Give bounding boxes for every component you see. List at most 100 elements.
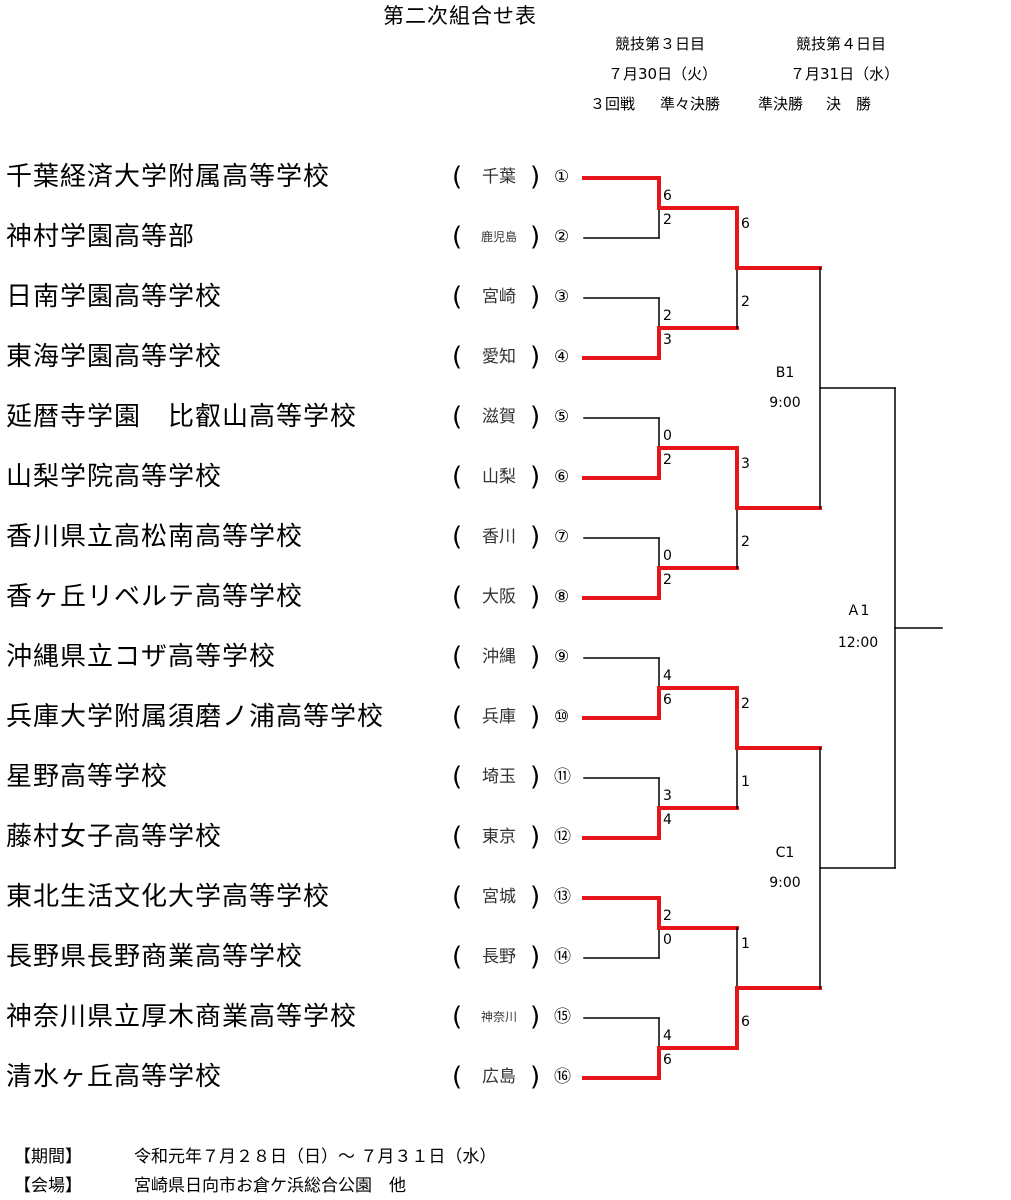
team-seed: ③	[554, 287, 570, 307]
team-name: 日南学園高等学校	[6, 282, 223, 312]
team-seed: ⑤	[554, 407, 570, 427]
score-top: 2	[741, 696, 750, 712]
day3-date: ７月30日（火）	[608, 65, 718, 83]
open-paren: (	[452, 642, 463, 672]
semifinal-time: 9:00	[769, 395, 801, 411]
venue-value: 宮崎県日向市お倉ケ浜総合公園 他	[134, 1176, 406, 1196]
team-prefecture: 愛知	[482, 347, 516, 367]
score-bottom: 6	[741, 1014, 750, 1030]
round-label-quarterfinal: 準々決勝	[660, 95, 721, 113]
team-prefecture: 滋賀	[482, 407, 516, 427]
team-prefecture: 埼玉	[482, 767, 516, 787]
team-seed: ⑪	[554, 767, 571, 787]
score-top: 0	[663, 548, 672, 564]
semifinal-label: B1	[775, 365, 795, 381]
day4-label: 競技第４日目	[796, 35, 887, 53]
open-paren: (	[452, 822, 463, 852]
team-prefecture: 山梨	[482, 467, 516, 487]
close-paren: )	[530, 702, 541, 732]
score-bottom: 2	[741, 294, 750, 310]
score-bottom: 2	[663, 212, 672, 228]
team-name: 藤村女子高等学校	[6, 822, 223, 852]
period-value: 令和元年７月２８日（日）～ ７月３１日（水）	[134, 1147, 497, 1167]
team-prefecture: 宮城	[482, 887, 516, 907]
team-seed: ⑥	[554, 467, 570, 487]
score-top: 2	[663, 908, 672, 924]
team-seed: ②	[554, 227, 570, 247]
close-paren: )	[530, 882, 541, 912]
final-label: Ａ1	[846, 603, 870, 619]
team-prefecture: 大阪	[482, 587, 516, 607]
open-paren: (	[452, 582, 463, 612]
score-top: 2	[663, 308, 672, 324]
team-seed: ⑮	[554, 1007, 571, 1027]
team-prefecture: 広島	[482, 1067, 516, 1087]
semifinal-label: C1	[775, 845, 795, 861]
open-paren: (	[452, 222, 463, 252]
score-top: 3	[663, 788, 672, 804]
team-name: 香川県立高松南高等学校	[6, 522, 304, 552]
team-name: 星野高等学校	[6, 762, 169, 792]
close-paren: )	[530, 402, 541, 432]
team-name: 清水ヶ丘高等学校	[6, 1062, 223, 1092]
close-paren: )	[530, 462, 541, 492]
team-seed: ⑯	[554, 1067, 571, 1087]
close-paren: )	[530, 1002, 541, 1032]
team-seed: ⑬	[554, 887, 571, 907]
open-paren: (	[452, 462, 463, 492]
open-paren: (	[452, 882, 463, 912]
team-prefecture: 千葉	[482, 167, 516, 187]
team-prefecture: 沖縄	[482, 647, 516, 667]
team-prefecture: 鹿児島	[480, 230, 517, 244]
team-name: 神奈川県立厚木商業高等学校	[6, 1002, 358, 1032]
round-label-semifinal: 準決勝	[758, 95, 804, 113]
close-paren: )	[530, 342, 541, 372]
team-name: 沖縄県立コザ高等学校	[6, 642, 277, 672]
team-seed: ⑩	[554, 707, 570, 727]
score-bottom: 3	[663, 332, 672, 348]
score-top: 3	[741, 456, 750, 472]
score-top: 6	[741, 216, 750, 232]
close-paren: )	[530, 582, 541, 612]
team-prefecture: 神奈川	[480, 1010, 517, 1024]
open-paren: (	[452, 1062, 463, 1092]
team-seed: ⑭	[554, 947, 571, 967]
score-bottom: 6	[663, 1052, 672, 1068]
team-name: 兵庫大学附属須磨ノ浦高等学校	[6, 702, 385, 732]
period-label: 【期間】	[14, 1147, 82, 1167]
score-top: 4	[663, 668, 672, 684]
score-bottom: 2	[663, 572, 672, 588]
score-bottom: 4	[663, 812, 672, 828]
team-prefecture: 宮崎	[482, 287, 516, 307]
team-prefecture: 香川	[482, 527, 516, 547]
close-paren: )	[530, 282, 541, 312]
close-paren: )	[530, 1062, 541, 1092]
round-label-final: 決 勝	[826, 95, 872, 113]
final-time: 12:00	[837, 635, 879, 651]
open-paren: (	[452, 522, 463, 552]
team-name: 香ヶ丘リベルテ高等学校	[6, 582, 304, 612]
open-paren: (	[452, 942, 463, 972]
team-name: 千葉経済大学附属高等学校	[6, 162, 331, 192]
team-prefecture: 長野	[482, 947, 516, 967]
score-bottom: 2	[741, 534, 750, 550]
score-top: 1	[741, 936, 750, 952]
team-name: 神村学園高等部	[6, 222, 196, 252]
team-name: 延暦寺学園 比叡山高等学校	[6, 402, 358, 432]
team-seed: ④	[554, 347, 570, 367]
team-seed: ⑦	[554, 527, 570, 547]
close-paren: )	[530, 162, 541, 192]
page-title: 第二次組合せ表	[383, 4, 537, 28]
team-name: 山梨学院高等学校	[6, 462, 223, 492]
score-top: 6	[663, 188, 672, 204]
open-paren: (	[452, 402, 463, 432]
score-bottom: 1	[741, 774, 750, 790]
team-name: 東北生活文化大学高等学校	[6, 882, 331, 912]
close-paren: )	[530, 222, 541, 252]
team-prefecture: 兵庫	[482, 707, 516, 727]
open-paren: (	[452, 702, 463, 732]
open-paren: (	[452, 1002, 463, 1032]
score-top: 4	[663, 1028, 672, 1044]
close-paren: )	[530, 942, 541, 972]
